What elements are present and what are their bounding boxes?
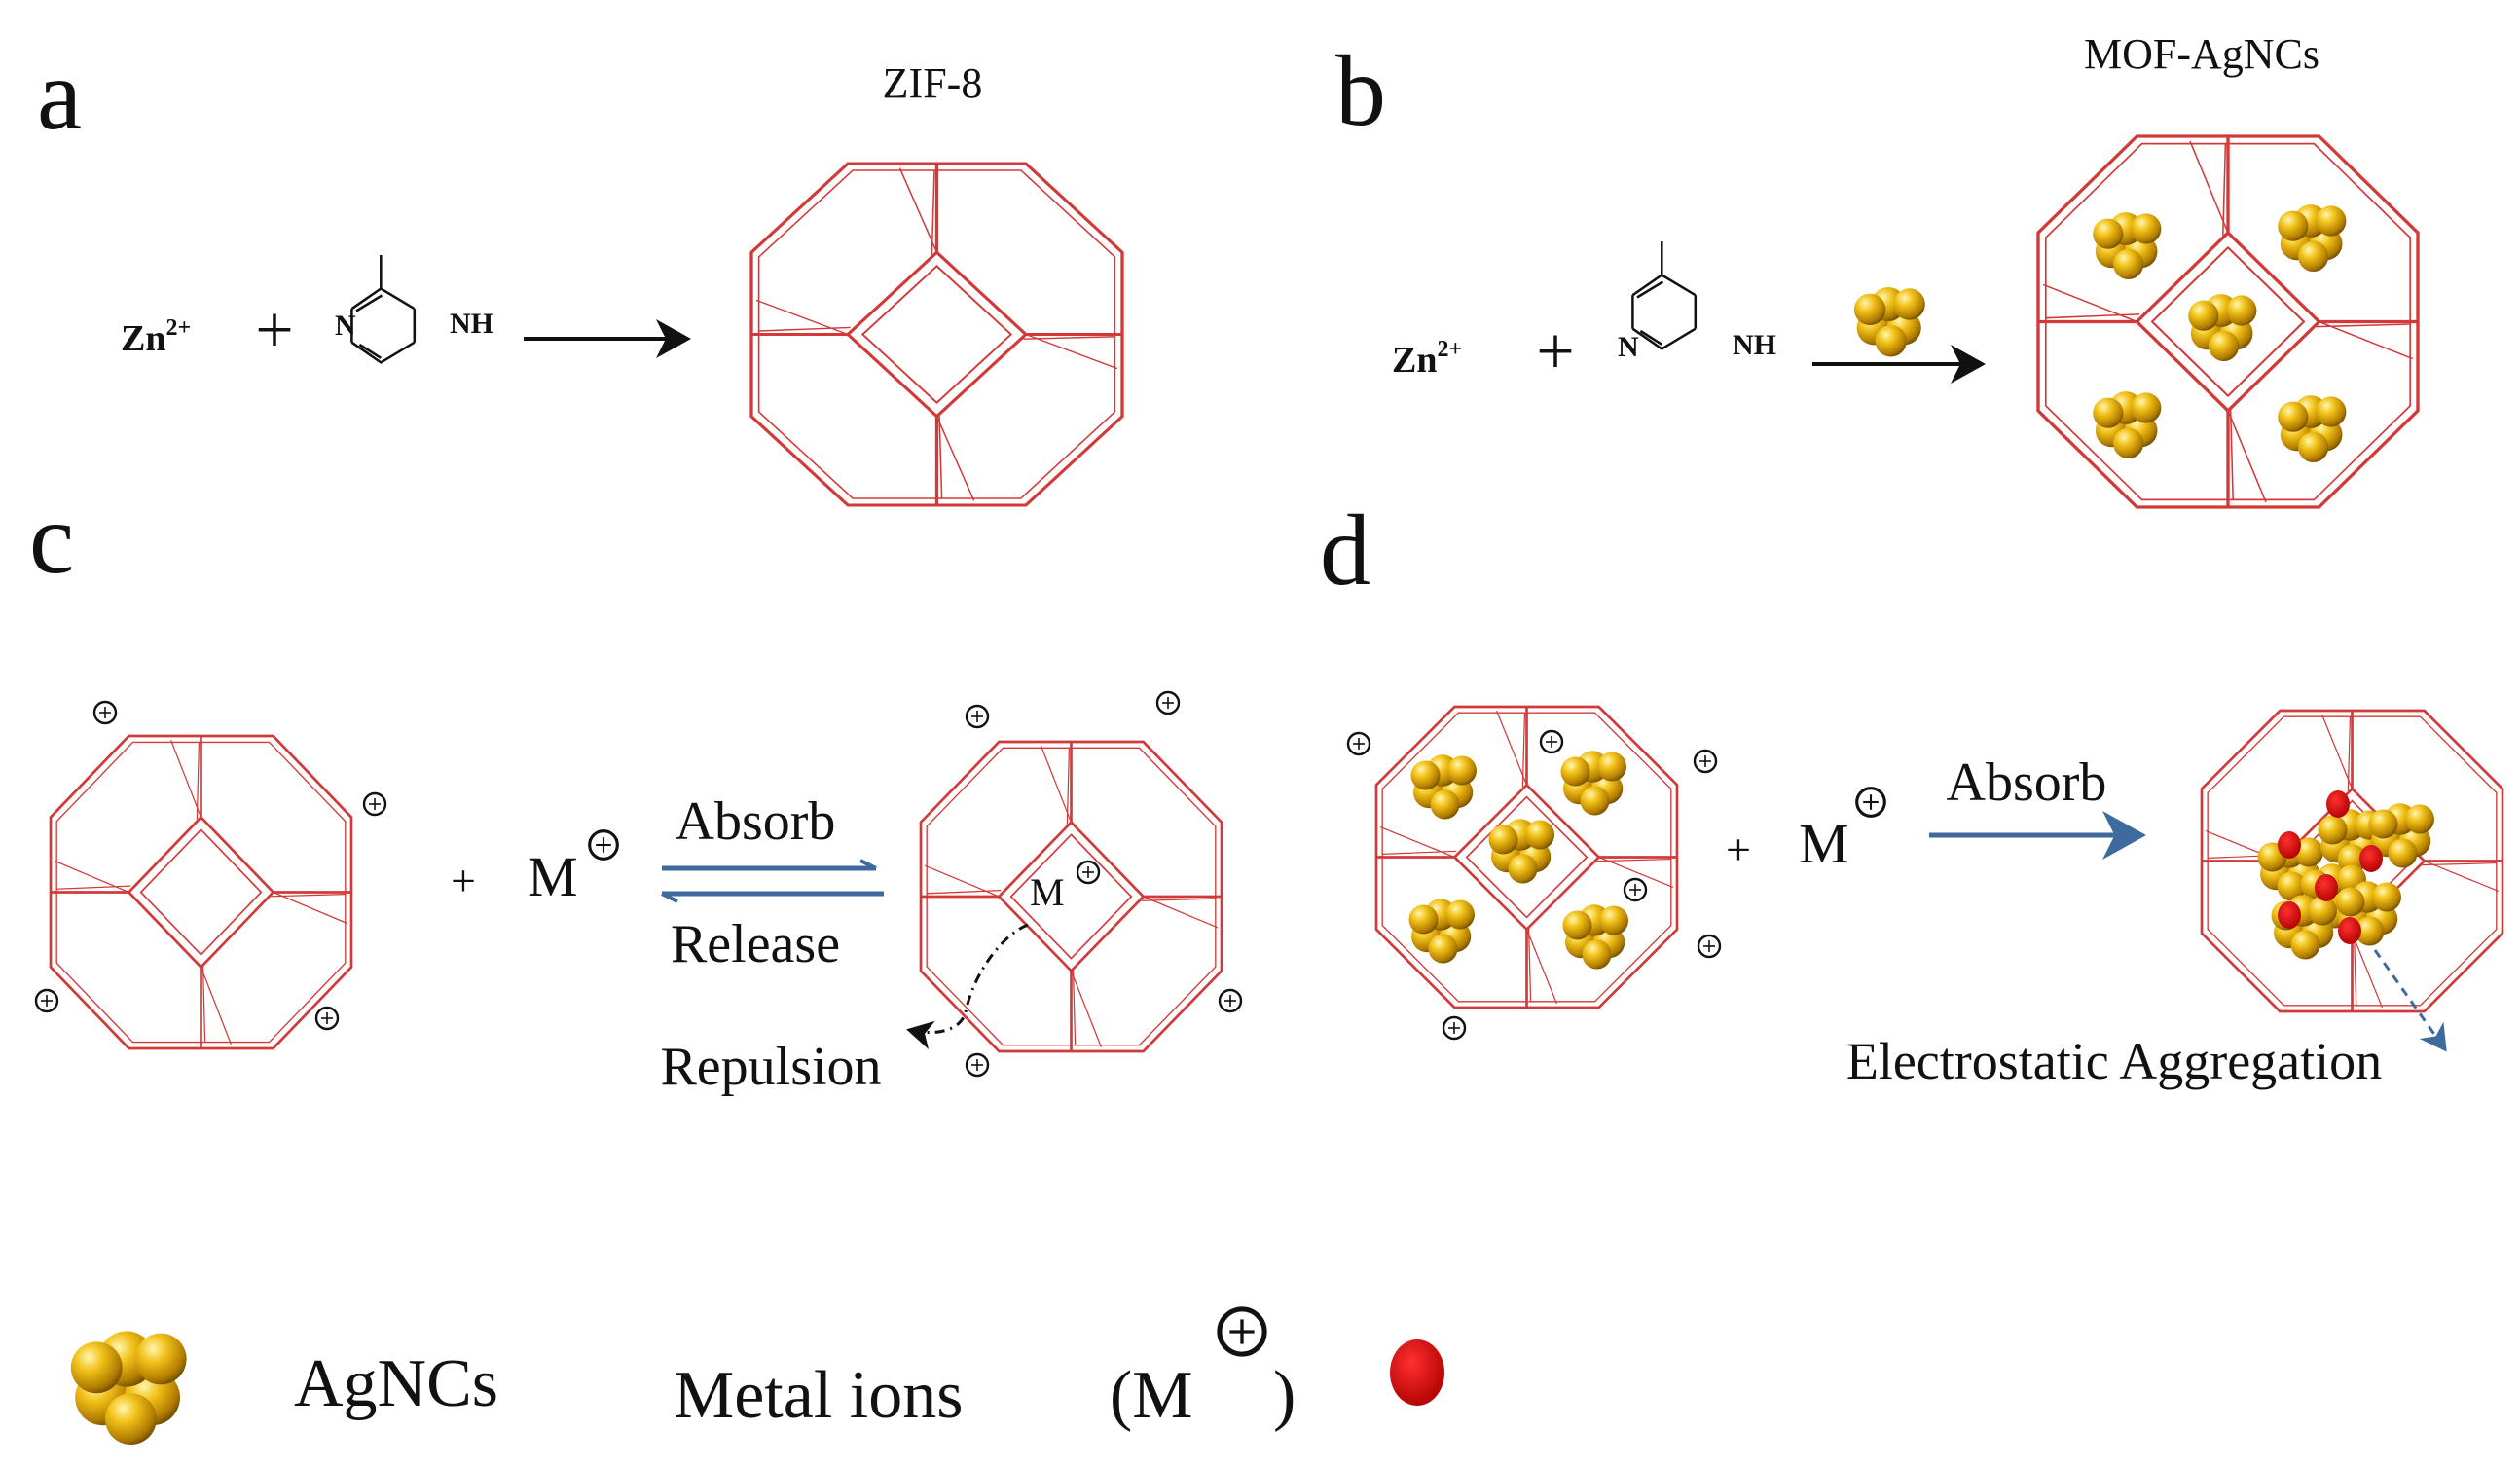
panel-d-letter: d <box>1320 495 1370 606</box>
ring-n-label: N <box>335 310 356 342</box>
positive-charge-icon <box>1218 988 1243 1013</box>
metal-ion-label: M <box>528 845 578 908</box>
surface-charges-left <box>34 700 387 1031</box>
metal-ion-dot <box>2315 874 2338 901</box>
agnc-cluster-icon <box>1560 751 1626 816</box>
aggregation-arrow <box>2373 949 2447 1052</box>
zif8-frame <box>749 162 1124 507</box>
plus-sign: + <box>255 293 293 368</box>
metal-ion-symbol: (M <box>1110 1358 1193 1433</box>
adsorbed-ion-label: M <box>1030 870 1065 914</box>
ring-nh-label: NH <box>450 308 493 340</box>
metal-ion-dot <box>2326 790 2350 818</box>
panel-c-letter: c <box>29 483 74 595</box>
agnc-cluster-icon <box>1488 819 1554 884</box>
panel-a-letter: a <box>37 39 82 151</box>
agnc-cluster-icon <box>2271 895 2337 960</box>
positive-charge-icon <box>314 1006 340 1031</box>
panel-b-letter: b <box>1335 35 1386 147</box>
release-label: Release <box>671 914 840 974</box>
absorb-label: Absorb <box>1947 752 2107 813</box>
repulsion-arrow <box>906 923 1029 1050</box>
positive-charge-icon <box>1539 729 1564 754</box>
zif8-title: ZIF-8 <box>883 59 983 107</box>
plus-sign: + <box>451 856 476 905</box>
zif8-frame-left <box>49 734 353 1050</box>
aggregation-label: Electrostatic Aggregation <box>1846 1032 2382 1090</box>
agnc-cluster-icon <box>1562 904 1628 970</box>
zn-ion-label: Zn2+ <box>121 315 191 359</box>
ring-n-label: N <box>1618 331 1639 363</box>
positive-charge-icon <box>1693 749 1718 774</box>
agnc-reagent-icon <box>1853 286 1925 357</box>
zn-ion-label: Zn2+ <box>1392 337 1462 381</box>
agncs-legend-label: AgNCs <box>294 1346 498 1421</box>
agnc-cluster-icon <box>2278 395 2347 462</box>
metal-ion-legend-dot <box>1390 1339 1444 1406</box>
agnc-cluster-icon <box>2093 391 2162 458</box>
panel-d: d + M Absorb <box>1320 495 2504 1090</box>
agnc-cluster-icon <box>2278 204 2347 272</box>
mof-agncs-title: MOF-AgNCs <box>2084 30 2319 78</box>
absorb-label: Absorb <box>676 791 836 852</box>
positive-charge-icon <box>34 988 59 1013</box>
metal-ion-dots <box>2278 790 2383 944</box>
agnc-cluster-icon <box>2093 212 2162 279</box>
plus-sign: + <box>1536 314 1574 389</box>
agnc-cluster-icon <box>2188 294 2257 361</box>
positive-charge-icon <box>965 1052 990 1078</box>
positive-charge-icon <box>92 700 118 725</box>
metal-ions-legend-label: Metal ions <box>674 1358 963 1433</box>
positive-charge-icon <box>1346 731 1371 756</box>
positive-charge-icon <box>1076 860 1101 885</box>
imidazole-ring <box>350 253 417 364</box>
ring-nh-label: NH <box>1733 329 1776 361</box>
metal-ion-dot <box>2359 845 2383 872</box>
agnc-cluster-icon <box>1410 754 1477 820</box>
positive-charge-icon <box>1442 1015 1467 1041</box>
metal-ion-symbol-close: ) <box>1273 1358 1296 1433</box>
surface-charges-d <box>1346 729 1722 1041</box>
legend: AgNCs Metal ions (M ) <box>70 1309 1444 1445</box>
panel-a: a ZIF-8 Zn2+ + N NH <box>37 39 1124 507</box>
plus-sign: + <box>1726 825 1751 874</box>
positive-charge-icon <box>1697 934 1722 959</box>
panel-c: c + M Absorb Release M Repulsio <box>29 483 1243 1097</box>
metal-ion-label: M <box>1799 812 1849 875</box>
positive-charge-icon <box>1855 787 1886 818</box>
agnc-cluster-icon <box>1408 899 1475 964</box>
positive-charge-icon <box>1623 877 1648 902</box>
positive-charge-icon <box>965 704 990 729</box>
positive-charge-icon <box>1220 1309 1264 1354</box>
surface-charges-right <box>965 690 1243 1078</box>
agncs-legend-icon <box>70 1331 187 1445</box>
zif8-frame-right <box>919 740 1223 1053</box>
metal-ion-dot <box>2278 901 2301 929</box>
metal-ion-dot <box>2278 831 2301 859</box>
panel-b: b MOF-AgNCs Zn2+ + N NH <box>1335 30 2420 509</box>
imidazole-ring <box>1631 239 1698 350</box>
metal-ion-dot <box>2338 917 2361 944</box>
repulsion-label: Repulsion <box>660 1037 881 1097</box>
positive-charge-icon <box>1155 690 1181 715</box>
positive-charge-icon <box>362 791 387 817</box>
positive-charge-icon <box>588 829 619 861</box>
